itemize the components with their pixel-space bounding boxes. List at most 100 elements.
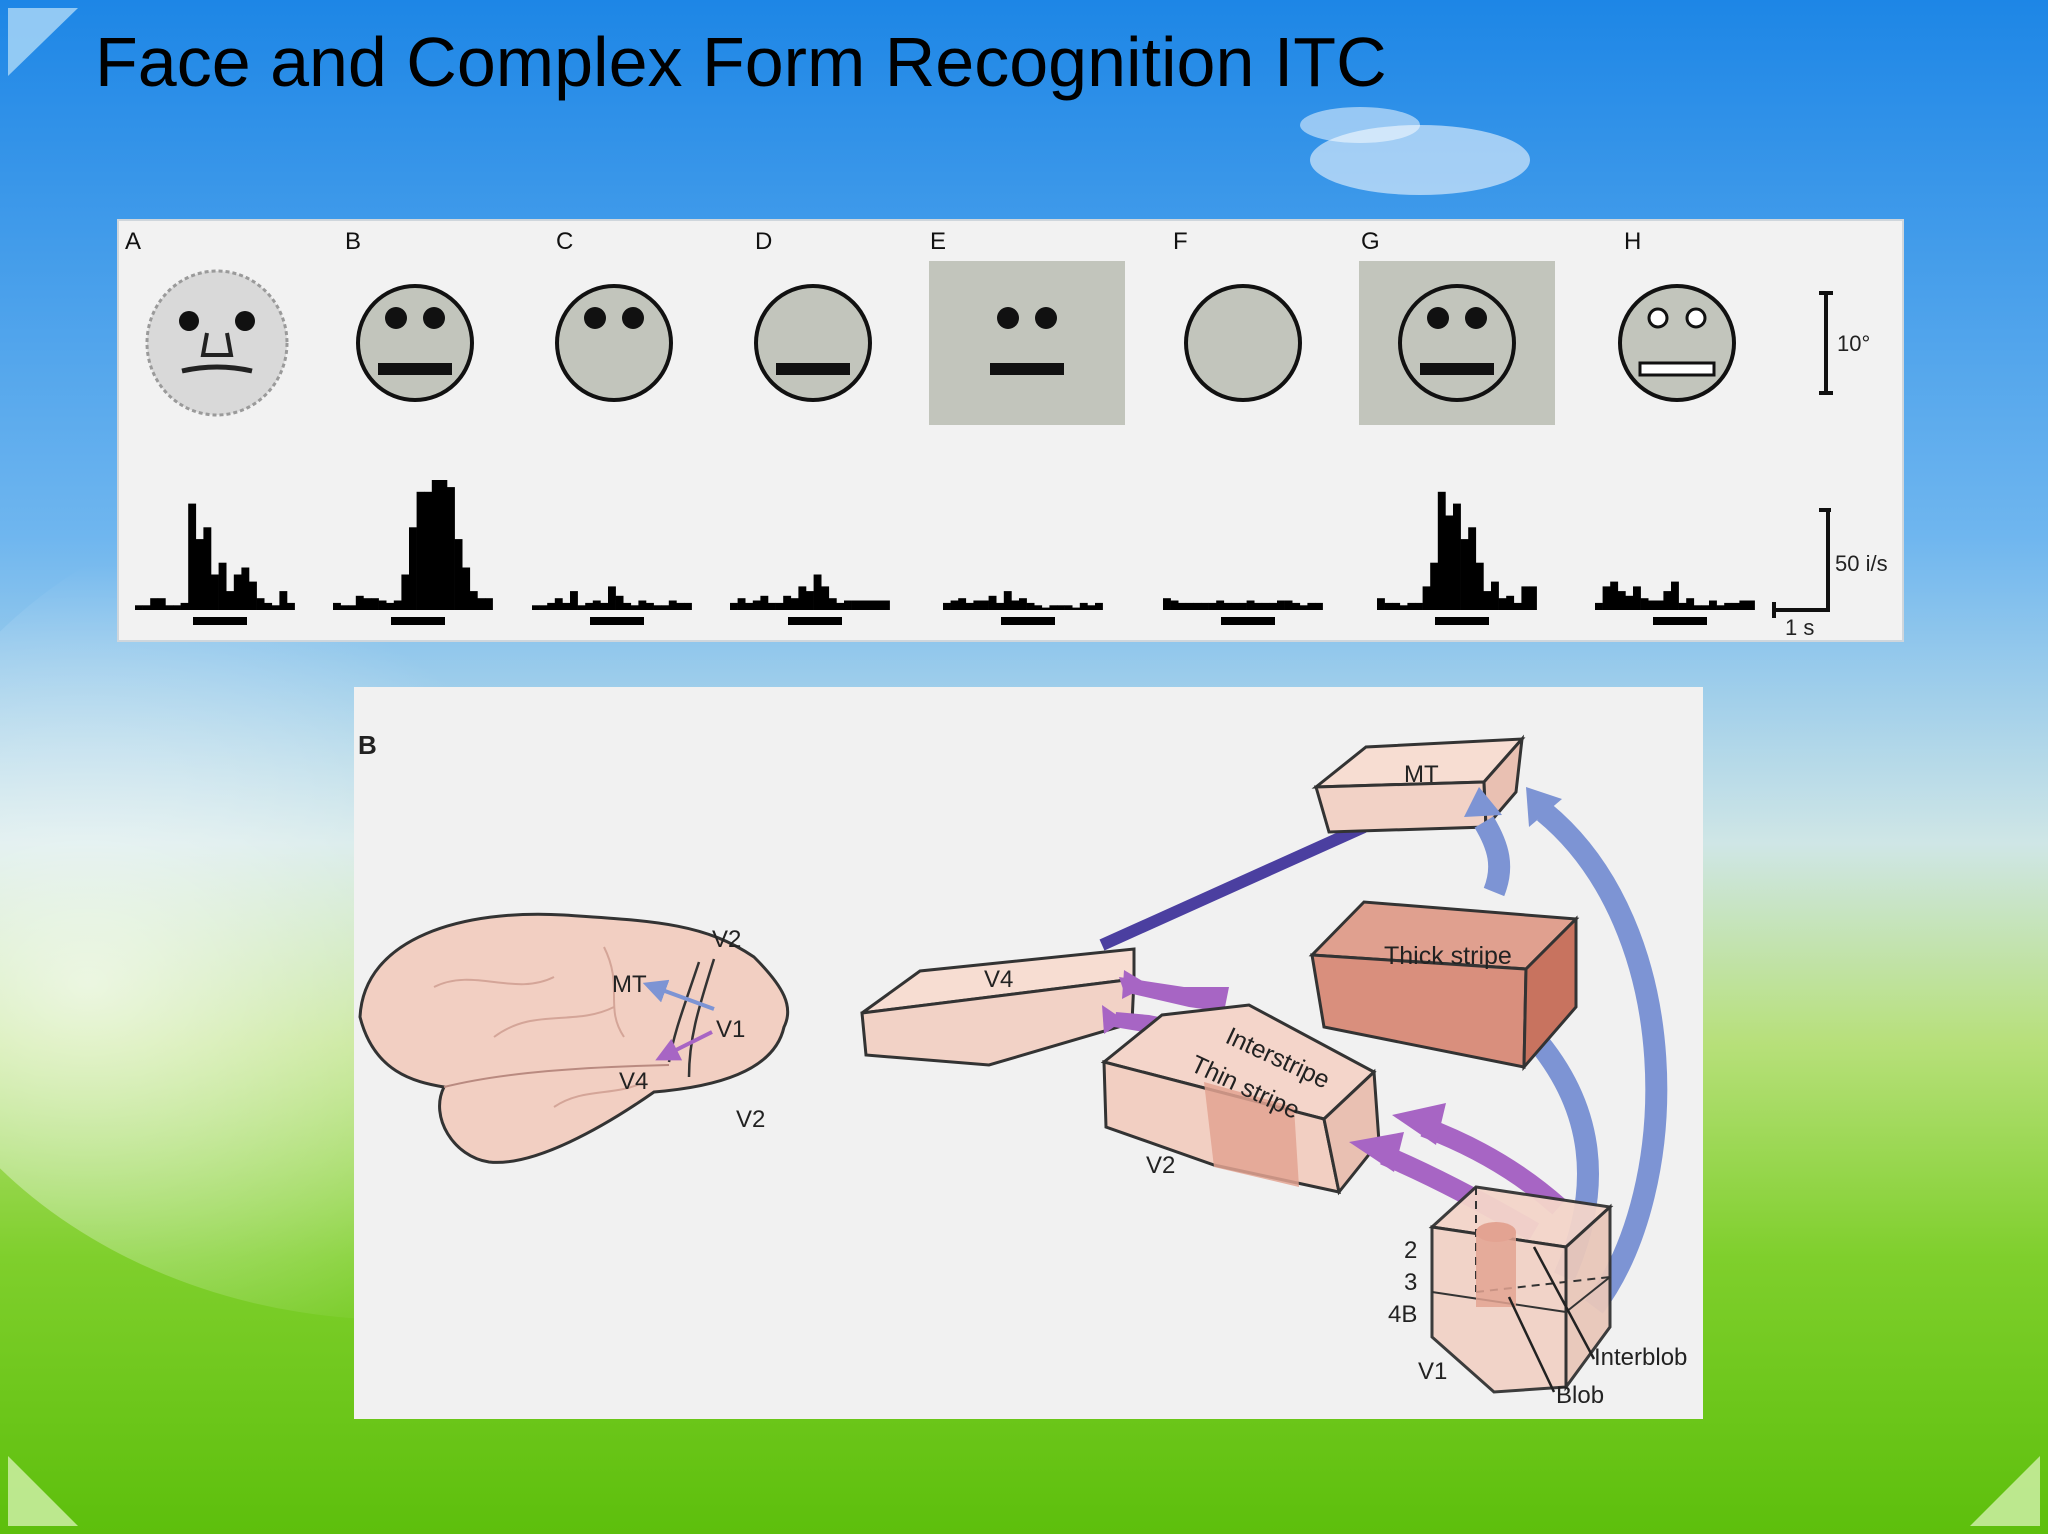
histogram-bar (409, 527, 417, 610)
histogram-bar (646, 602, 654, 610)
histogram-bar (1724, 602, 1733, 610)
histogram-bar (730, 602, 738, 610)
stimulus-label-c: C (556, 228, 573, 255)
histogram-bar (439, 480, 448, 610)
histogram-bar (1445, 515, 1454, 610)
histogram-bar (1064, 605, 1073, 610)
histogram-bar (608, 586, 616, 610)
histogram-bar (1239, 602, 1247, 610)
face-left-eye (1427, 307, 1449, 329)
monkey-left-eye (179, 311, 199, 331)
histogram-bar (790, 598, 799, 610)
histogram-bar (592, 600, 601, 610)
v1-label: V1 (1418, 1358, 1447, 1385)
histogram-bar (1315, 602, 1323, 610)
histogram-bar (562, 602, 571, 610)
histogram-bar (775, 602, 784, 610)
histogram-bar (1003, 591, 1012, 610)
histogram-bar (340, 605, 349, 610)
histogram-bar (798, 586, 807, 610)
histogram-bar (211, 574, 219, 610)
histogram-bar (844, 600, 852, 610)
stimulus-label-f: F (1173, 228, 1188, 255)
histogram-bar (226, 591, 235, 610)
monkey-face-outline (145, 269, 289, 417)
histogram-bar (135, 605, 143, 610)
histogram-bar (1277, 600, 1285, 610)
histogram-bar (1231, 602, 1240, 610)
face-left-eye (584, 307, 606, 329)
histogram-bar (1216, 600, 1225, 610)
layer-label-4b: 4B (1388, 1301, 1417, 1328)
visual-pathway-panel: B V2 MT V1 V4 V2 MT (354, 687, 1703, 1419)
stimulus-period-bar (193, 617, 247, 625)
histogram-bar (355, 595, 364, 610)
histogram-bar (1384, 602, 1393, 610)
histogram-bar (1163, 598, 1171, 610)
histogram-bar (1430, 562, 1439, 610)
face-mouth (378, 363, 452, 375)
histogram-bar (1716, 605, 1725, 610)
histogram-bar (836, 602, 845, 610)
histogram-bar (431, 480, 440, 610)
histogram-bar (333, 602, 341, 610)
face-outline (1618, 284, 1736, 402)
face-left-eye (385, 307, 407, 329)
histogram-bar (1655, 600, 1664, 610)
stimulus-period-bar (1435, 617, 1489, 625)
histogram-bar (1079, 602, 1088, 610)
histogram-bar (1041, 607, 1050, 610)
face-outline (1398, 284, 1516, 402)
face-right-eye (1465, 307, 1487, 329)
histogram-bar (1034, 605, 1043, 610)
monkey-brain-illustration: V2 MT V1 V4 V2 (358, 912, 790, 1164)
histogram-bar (401, 574, 410, 610)
histogram-bar (1193, 602, 1202, 610)
histogram-bar (1498, 598, 1507, 610)
stimulus-label-g: G (1361, 228, 1380, 255)
histogram-bar (1011, 600, 1020, 610)
histogram-bar (1701, 605, 1710, 610)
histogram-bar (1686, 598, 1695, 610)
histogram-bar (752, 600, 761, 610)
brain-label-v2-top: V2 (712, 926, 741, 953)
v2-area-box: Interstripe Thin stripe V2 (1100, 1003, 1381, 1196)
monkey-right-eye (235, 311, 255, 331)
histogram-bar (1610, 581, 1619, 610)
histogram-bar (1407, 602, 1416, 610)
histogram-bar (973, 600, 982, 610)
v4-to-mt-pathway (1099, 821, 1367, 951)
histogram-bar (218, 562, 227, 610)
histogram-bar (630, 605, 639, 610)
box-label-v4: V4 (984, 966, 1013, 993)
histogram-bar (363, 598, 372, 610)
histogram-bar (203, 527, 212, 610)
face-right-eye (423, 307, 445, 329)
face-mouth (776, 363, 850, 375)
histogram-bar (1261, 602, 1270, 610)
histogram-bar (532, 605, 540, 610)
histogram-bar (386, 602, 395, 610)
histogram-bar (424, 491, 433, 610)
face-outline (754, 284, 872, 402)
histogram-bar (1377, 598, 1385, 610)
histogram-bar (1731, 602, 1740, 610)
histogram-bar (988, 595, 997, 610)
histogram-bar (447, 487, 455, 610)
histogram-bar (1087, 605, 1096, 610)
histogram-bar (462, 567, 471, 610)
histogram-bar (661, 605, 670, 610)
rate-scale-label: 50 i/s (1835, 551, 1888, 576)
visual-pathway-diagram: B V2 MT V1 V4 V2 MT (358, 730, 1687, 1409)
brain-label-v4: V4 (619, 1068, 648, 1095)
histogram-bar (469, 591, 478, 610)
histogram-bar (1671, 581, 1679, 610)
histogram-bar (1460, 539, 1469, 610)
histogram-bar (585, 602, 594, 610)
histogram-bar (828, 598, 837, 610)
histogram-bar (1201, 602, 1209, 610)
layer-label-3: 3 (1404, 1269, 1417, 1296)
histogram-bar (1468, 527, 1477, 610)
histogram-bar (1739, 600, 1748, 610)
